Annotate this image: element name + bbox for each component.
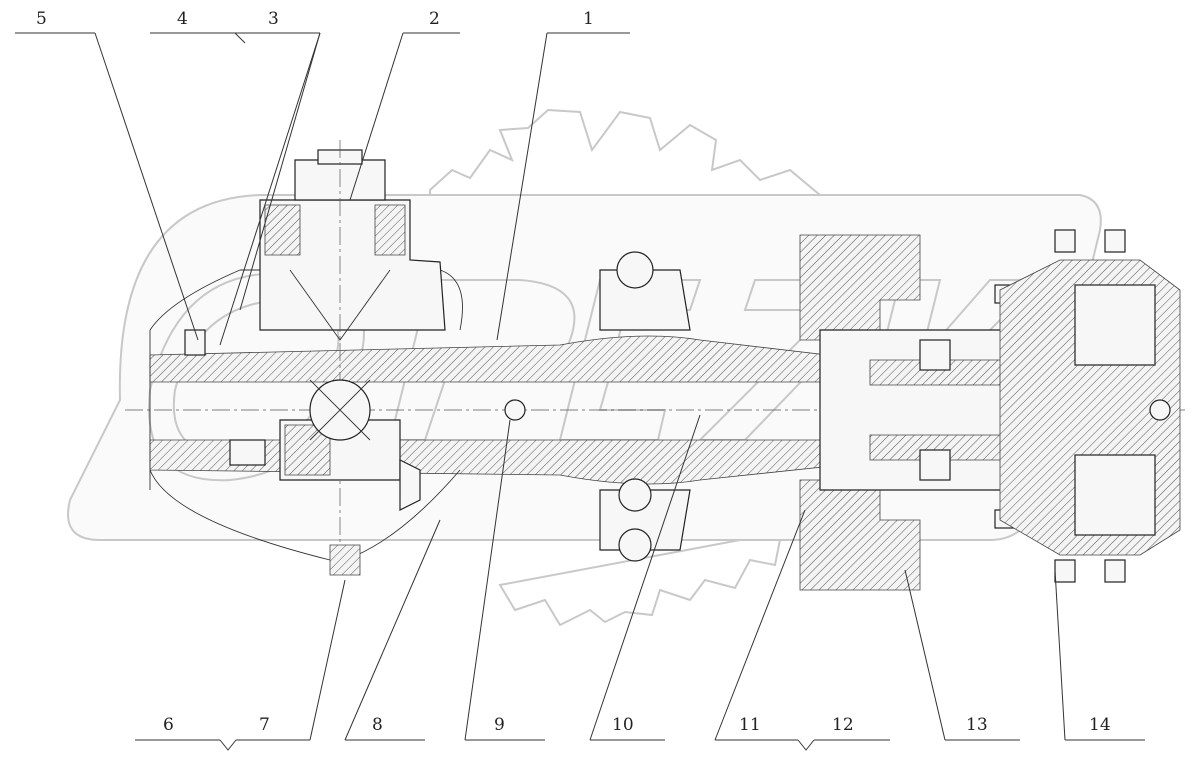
callout-1: 1 <box>583 9 594 29</box>
differential-housing <box>184 140 446 576</box>
top-leader-lines <box>15 32 630 346</box>
callout-14: 14 <box>1089 715 1111 735</box>
callout-13: 13 <box>966 715 988 735</box>
callout-5: 5 <box>36 9 47 29</box>
callout-7: 7 <box>259 715 270 735</box>
callout-2: 2 <box>429 9 440 29</box>
callout-8: 8 <box>372 715 383 735</box>
top-callouts: 5 4 3 2 1 <box>36 9 594 29</box>
callout-4: 4 <box>177 9 188 29</box>
mounting-bracket <box>504 251 691 562</box>
callout-11: 11 <box>739 715 761 735</box>
bottom-leader-lines <box>135 414 1145 751</box>
callout-6: 6 <box>163 715 174 735</box>
wheel-hub <box>999 229 1181 583</box>
callout-12: 12 <box>832 715 854 735</box>
callout-9: 9 <box>494 715 505 735</box>
callout-3: 3 <box>268 9 279 29</box>
callout-10: 10 <box>612 715 634 735</box>
bottom-callouts: 6 7 8 9 10 11 12 13 14 <box>163 715 1111 735</box>
